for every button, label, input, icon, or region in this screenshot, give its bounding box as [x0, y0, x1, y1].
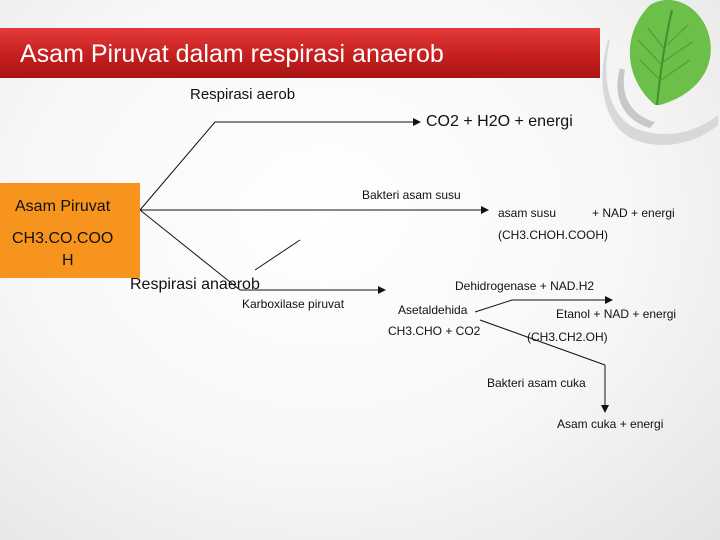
- title-bar: Asam Piruvat dalam respirasi anaerob: [0, 28, 600, 78]
- etanol-formula: (CH3.CH2.OH): [527, 330, 608, 344]
- anaerob-label: Respirasi anaerob: [130, 276, 260, 293]
- to-lactate-diagonal: [290, 210, 320, 240]
- cuka-diagonal: [479, 319, 606, 366]
- etanol-label: Etanol + NAD + energi: [556, 307, 677, 321]
- start-label-3: H: [62, 252, 74, 269]
- asam-cuka-label: Asam cuka + energi: [557, 417, 664, 431]
- start-box: [0, 183, 140, 278]
- start-label-1: Asam Piruvat: [15, 198, 111, 215]
- page-title: Asam Piruvat dalam respirasi anaerob: [20, 40, 444, 68]
- anaerob-diagonal: [139, 209, 241, 291]
- nad-energi-label: + NAD + energi: [592, 206, 675, 220]
- aerob-diagonal: [139, 121, 216, 211]
- start-label-2: CH3.CO.COO: [12, 230, 114, 247]
- aerob-product: CO2 + H2O + energi: [426, 113, 573, 130]
- asetaldehida-label: Asetaldehida: [398, 303, 468, 317]
- asetaldehida-formula: CH3.CHO + CO2: [388, 324, 481, 338]
- aerob-label: Respirasi aerob: [190, 86, 296, 103]
- lactate-formula: (CH3.CHOH.COOH): [498, 228, 608, 242]
- bakteri-cuka-label: Bakteri asam cuka: [487, 376, 586, 390]
- leaf-in-hands-icon: [602, 0, 718, 145]
- anaerob-to-susu: [254, 239, 301, 271]
- dehidrogenase-label: Dehidrogenase + NAD.H2: [455, 279, 595, 293]
- asam-susu-label: asam susu: [498, 206, 557, 220]
- bakteri-susu-label: Bakteri asam susu: [362, 188, 461, 202]
- karboxilase-label: Karboxilase piruvat: [242, 297, 345, 311]
- etanol-diagonal: [474, 299, 513, 313]
